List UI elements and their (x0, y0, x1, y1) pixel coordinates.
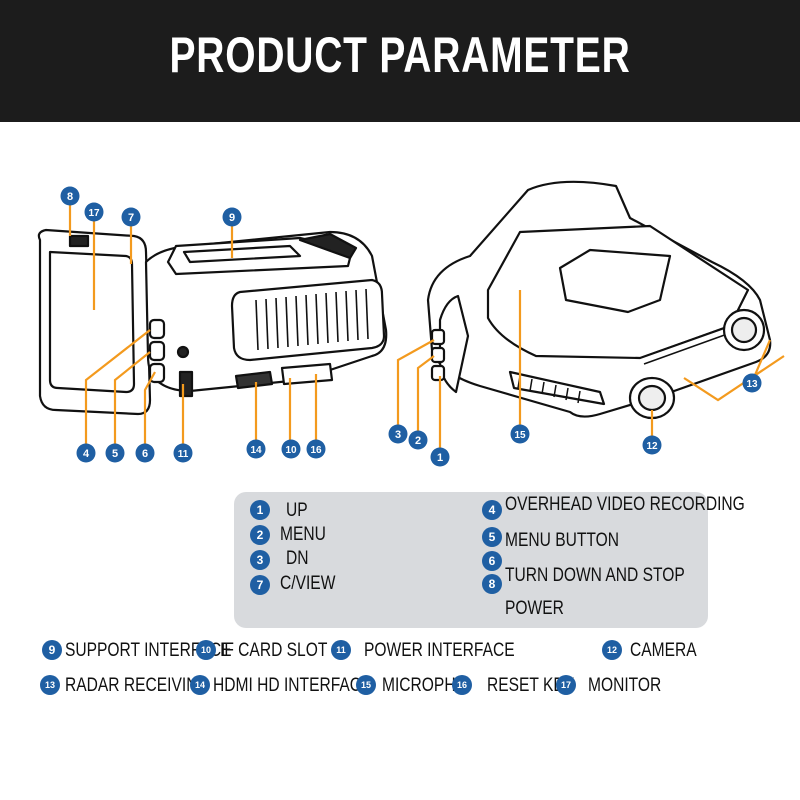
svg-text:16: 16 (310, 445, 322, 456)
legend-badge: 1 (250, 500, 270, 520)
svg-text:8: 8 (67, 191, 73, 203)
product-diagram: 8 17 7 9 4 5 6 11 14 10 16 3 2 1 15 12 1… (37, 180, 785, 467)
svg-text:14: 14 (250, 445, 262, 456)
callout-14: 14 (246, 439, 266, 459)
legend-badge: 13 (40, 675, 60, 695)
left-device-drawing (37, 228, 388, 416)
legend-label: CAMERA (630, 640, 697, 661)
legend-label: SUPPORT INTERFACE (65, 640, 232, 661)
right-device-drawing (426, 180, 772, 420)
leader-lines (68, 196, 785, 452)
svg-text:7: 7 (128, 212, 134, 224)
legend-label: HDMI HD INTERFACE (213, 675, 372, 696)
legend-label: RESET KEY (487, 675, 575, 696)
callout-6: 6 (135, 443, 155, 463)
callout-11: 11 (173, 443, 193, 463)
callout-13: 13 (742, 373, 762, 393)
legend-badge: 2 (250, 525, 270, 545)
callout-5: 5 (105, 443, 125, 463)
legend-label: TURN DOWN AND STOP (505, 565, 685, 586)
svg-text:10: 10 (285, 445, 297, 456)
svg-text:13: 13 (746, 379, 758, 390)
svg-text:11: 11 (178, 449, 189, 460)
legend-box (234, 492, 708, 628)
callout-9: 9 (222, 207, 242, 227)
legend-label: IF CARD SLOT (220, 640, 328, 661)
legend-badge: 12 (602, 640, 622, 660)
legend-badge: 7 (250, 575, 270, 595)
callout-1: 1 (430, 447, 450, 467)
legend-badge: 15 (356, 675, 376, 695)
callout-4: 4 (76, 443, 96, 463)
legend-label: MENU BUTTON (505, 530, 619, 551)
svg-text:17: 17 (88, 208, 100, 219)
legend-label: RADAR RECEIVING (65, 675, 210, 696)
legend-badge: 9 (42, 640, 62, 660)
page-title: PRODUCT PARAMETER (169, 27, 631, 83)
legend-badge: 4 (482, 500, 502, 520)
callout-2: 2 (408, 430, 428, 450)
legend-badge: 8 (482, 574, 502, 594)
legend-badge: 16 (452, 675, 472, 695)
callout-10: 10 (281, 439, 301, 459)
legend-label: POWER INTERFACE (364, 640, 515, 661)
callout-12: 12 (642, 435, 662, 455)
svg-text:4: 4 (83, 448, 90, 460)
legend-badge: 17 (556, 675, 576, 695)
svg-text:15: 15 (514, 430, 526, 441)
header-bar: PRODUCT PARAMETER (0, 0, 800, 122)
legend-badge: 10 (196, 640, 216, 660)
callout-17: 17 (84, 202, 104, 222)
svg-text:12: 12 (646, 441, 658, 452)
callout-15: 15 (510, 424, 530, 444)
callout-8: 8 (60, 186, 80, 206)
legend-label: DN (286, 548, 309, 569)
legend-label: C/VIEW (280, 573, 336, 594)
legend-badge: 3 (250, 550, 270, 570)
legend-label: MENU (280, 524, 326, 545)
legend-badge: 14 (190, 675, 210, 695)
callout-3: 3 (388, 424, 408, 444)
svg-text:3: 3 (395, 429, 401, 441)
legend-label: MONITOR (588, 675, 662, 696)
svg-text:6: 6 (142, 448, 148, 460)
legend-badge: 5 (482, 527, 502, 547)
legend-badge: 11 (331, 640, 351, 660)
callout-7: 7 (121, 207, 141, 227)
svg-text:1: 1 (437, 452, 443, 464)
legend-badge: 6 (482, 551, 502, 571)
svg-text:5: 5 (112, 448, 118, 460)
svg-text:9: 9 (229, 212, 235, 224)
callout-16: 16 (306, 439, 326, 459)
legend-label: POWER (505, 598, 564, 619)
legend-label: OVERHEAD VIDEO RECORDING (505, 494, 745, 515)
svg-text:2: 2 (415, 435, 421, 447)
legend-label: MICROPH (382, 675, 456, 696)
legend-label: UP (286, 500, 308, 521)
